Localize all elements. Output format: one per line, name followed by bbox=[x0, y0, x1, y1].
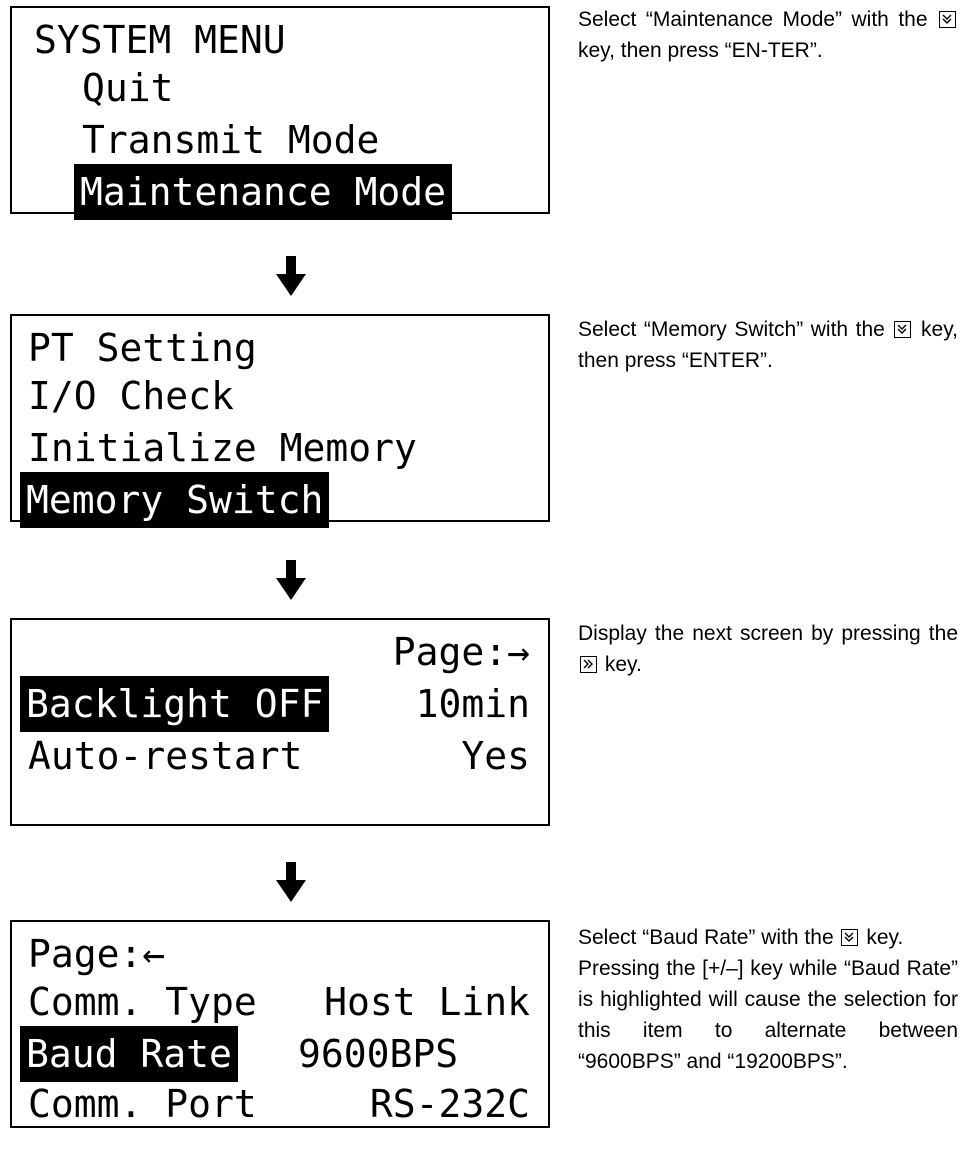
double-chevron-down-icon bbox=[939, 11, 956, 28]
setting-value-auto-restart: Yes bbox=[461, 734, 530, 778]
setting-value-comm-port: RS-232C bbox=[369, 1082, 530, 1126]
instruction-step-1: Select “Maintenance Mode” with the key, … bbox=[578, 4, 958, 66]
instruction-text: key, then press “ENTER”. bbox=[578, 318, 958, 372]
instruction-text: key. bbox=[604, 653, 642, 676]
setting-label-backlight-off-highlighted: Backlight OFF bbox=[20, 676, 330, 732]
instruction-step-3: Display the next screen by pressing the … bbox=[578, 618, 958, 680]
lcd-screen-maintenance: PT Setting I/O Check Initialize Memory M… bbox=[10, 314, 550, 528]
instruction-text: key. bbox=[866, 926, 904, 949]
instruction-text: Select “Baud Rate” with the bbox=[578, 926, 834, 949]
menu-item-io-check: I/O Check bbox=[28, 374, 234, 418]
down-arrow-icon bbox=[276, 862, 306, 902]
menu-title: SYSTEM MENU bbox=[34, 18, 286, 62]
menu-item-quit: Quit bbox=[82, 66, 174, 110]
lcd-screen-system-menu: SYSTEM MENU Quit Transmit Mode Maintenan… bbox=[10, 6, 550, 220]
menu-item-transmit-mode: Transmit Mode bbox=[82, 118, 380, 162]
instruction-text: Select “Maintenance Mode” with the bbox=[578, 8, 928, 31]
double-chevron-down-icon bbox=[841, 929, 859, 946]
lcd-screen-memory-switch-page1: Page:→ Backlight OFF 10min Auto-restart … bbox=[10, 618, 550, 826]
double-chevron-right-icon bbox=[580, 656, 597, 673]
setting-value-backlight-off: 10min bbox=[415, 682, 530, 726]
page-indicator-next: Page:→ bbox=[392, 630, 530, 674]
instruction-text: Pressing the [+/–] key while “Baud Rate”… bbox=[578, 957, 958, 1073]
setting-value-comm-type: Host Link bbox=[324, 980, 530, 1024]
page-indicator-prev: Page:← bbox=[28, 932, 166, 976]
menu-item-pt-setting: PT Setting bbox=[28, 326, 257, 370]
instruction-text: Display the next screen by pressing the bbox=[578, 622, 958, 645]
menu-item-initialize-memory: Initialize Memory bbox=[28, 426, 417, 470]
down-arrow-icon bbox=[276, 560, 306, 600]
down-arrow-icon bbox=[276, 256, 306, 296]
setting-value-baud-rate: 9600BPS bbox=[298, 1032, 459, 1076]
instruction-step-4: Select “Baud Rate” with the key. Pressin… bbox=[578, 922, 958, 1077]
instruction-step-2: Select “Memory Switch” with the key, the… bbox=[578, 314, 958, 376]
instruction-text: key, then press “EN-TER”. bbox=[578, 39, 823, 62]
lcd-screen-memory-switch-page2: Page:← Comm. Type Host Link Baud Rate 96… bbox=[10, 920, 550, 1128]
setting-label-baud-rate-highlighted: Baud Rate bbox=[20, 1026, 238, 1082]
setting-label-auto-restart: Auto-restart bbox=[28, 734, 303, 778]
setting-label-comm-port: Comm. Port bbox=[28, 1082, 257, 1126]
menu-item-maintenance-mode-highlighted: Maintenance Mode bbox=[74, 164, 453, 220]
setting-label-comm-type: Comm. Type bbox=[28, 980, 257, 1024]
menu-item-memory-switch-highlighted: Memory Switch bbox=[20, 472, 330, 528]
instruction-text: Select “Memory Switch” with the bbox=[578, 318, 885, 341]
double-chevron-down-icon bbox=[894, 321, 912, 338]
